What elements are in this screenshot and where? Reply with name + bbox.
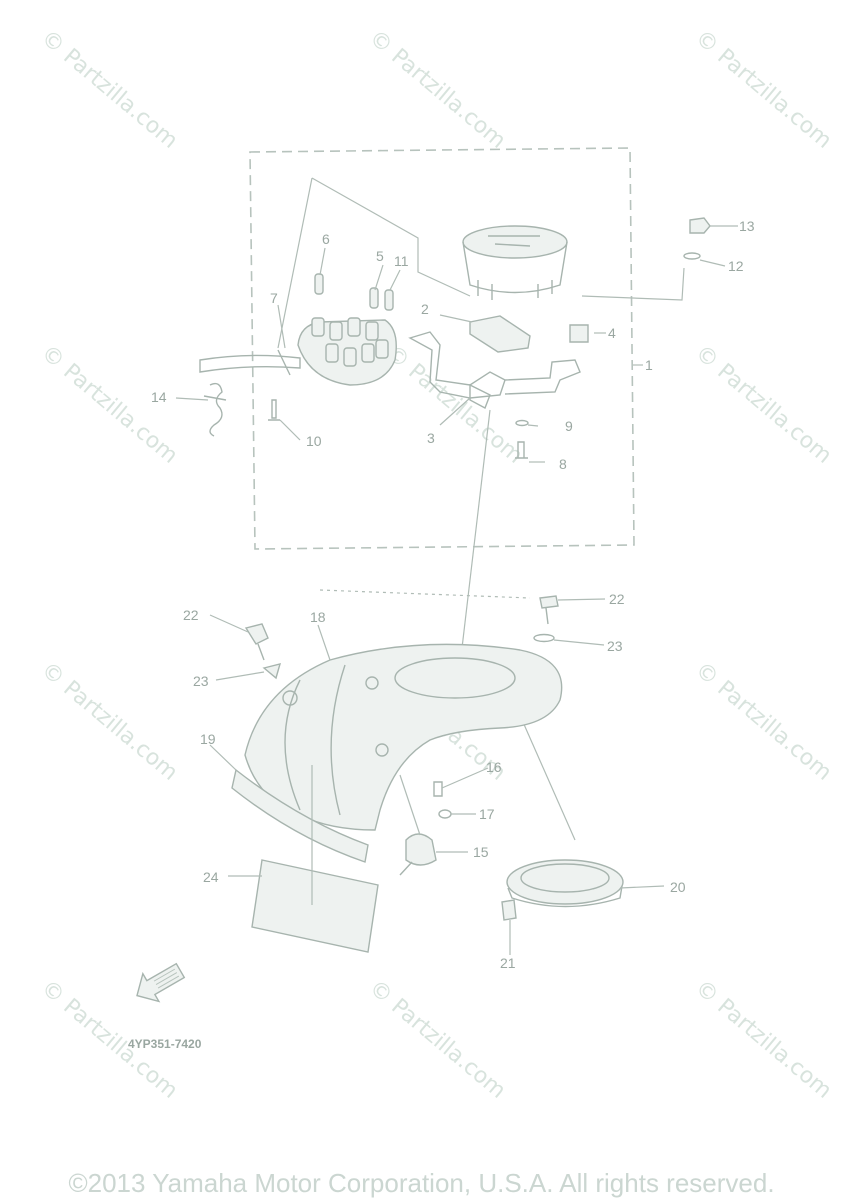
watermark: © Partzilla.com bbox=[690, 25, 836, 153]
callout-2: 2 bbox=[421, 301, 429, 317]
part-19-seal bbox=[231, 768, 369, 863]
part-22-screw bbox=[244, 623, 269, 661]
callout-24: 24 bbox=[203, 869, 219, 885]
part-3-bracket bbox=[408, 331, 581, 399]
callout-3: 3 bbox=[427, 430, 435, 446]
part-10-screw bbox=[268, 399, 280, 421]
callout-22-right: 22 bbox=[609, 591, 625, 607]
callout-13: 13 bbox=[739, 218, 755, 234]
watermark: © Partzilla.com bbox=[690, 657, 836, 785]
callout-9: 9 bbox=[565, 418, 573, 434]
part-23-washer bbox=[262, 663, 282, 680]
callout-11: 11 bbox=[394, 253, 409, 269]
meter-housing bbox=[462, 225, 568, 300]
callout-16: 16 bbox=[486, 759, 502, 775]
part-24-plate bbox=[251, 859, 379, 953]
part-21-clip bbox=[501, 899, 517, 921]
watermark: © Partzilla.com bbox=[364, 975, 510, 1103]
watermark: © Partzilla.com bbox=[690, 340, 836, 468]
watermark: © Partzilla.com bbox=[690, 975, 836, 1103]
part-8-screw bbox=[515, 441, 528, 459]
copyright-notice: ©2013 Yamaha Motor Corporation, U.S.A. A… bbox=[68, 1168, 775, 1198]
callout-1: 1 bbox=[645, 357, 653, 373]
callout-labels: 1 2 3 4 5 6 7 8 9 10 11 12 13 14 15 16 1… bbox=[151, 218, 755, 971]
part-13-nut bbox=[689, 217, 711, 234]
callout-8: 8 bbox=[559, 456, 567, 472]
assembly-boundary bbox=[249, 147, 635, 550]
callout-20: 20 bbox=[670, 879, 686, 895]
watermark-group: © Partzilla.com © Partzilla.com © Partzi… bbox=[36, 25, 836, 1103]
part-23-washer bbox=[533, 633, 555, 643]
callout-22-left: 22 bbox=[183, 607, 199, 623]
callout-21: 21 bbox=[500, 955, 516, 971]
callout-10: 10 bbox=[306, 433, 322, 449]
callout-7: 7 bbox=[270, 290, 278, 306]
callout-18: 18 bbox=[310, 609, 326, 625]
part-18-tank-cover bbox=[244, 643, 563, 831]
diagram-code: 4YP351-7420 bbox=[128, 1037, 202, 1051]
fwd-arrow-icon bbox=[136, 962, 186, 1003]
watermark: © Partzilla.com bbox=[364, 25, 510, 153]
callout-15: 15 bbox=[473, 844, 489, 860]
watermark: © Partzilla.com bbox=[381, 340, 527, 468]
callout-6: 6 bbox=[322, 231, 330, 247]
part-17-washer bbox=[438, 809, 452, 819]
part-12-washer bbox=[683, 252, 701, 260]
callout-4: 4 bbox=[608, 325, 616, 341]
callout-12: 12 bbox=[728, 258, 744, 274]
part-14-clamp bbox=[203, 382, 227, 437]
callout-14: 14 bbox=[151, 389, 167, 405]
leader-lines bbox=[175, 225, 738, 955]
part-20-ring bbox=[506, 859, 624, 908]
wire-harness bbox=[199, 354, 301, 373]
part-9-washer bbox=[515, 419, 529, 427]
callout-5: 5 bbox=[376, 248, 384, 264]
callout-17: 17 bbox=[479, 806, 495, 822]
bulb-socket-cluster bbox=[297, 273, 397, 386]
part-2-damper bbox=[469, 315, 531, 353]
watermark: © Partzilla.com bbox=[36, 657, 182, 785]
watermark: © Partzilla.com bbox=[36, 25, 182, 153]
callout-19: 19 bbox=[200, 731, 216, 747]
part-4-grommet bbox=[569, 324, 589, 343]
part-16-screw bbox=[433, 781, 443, 797]
part-22-screw bbox=[539, 595, 559, 625]
part-15-switch bbox=[399, 833, 437, 876]
callout-23-right: 23 bbox=[607, 638, 623, 654]
callout-23-left: 23 bbox=[193, 673, 209, 689]
